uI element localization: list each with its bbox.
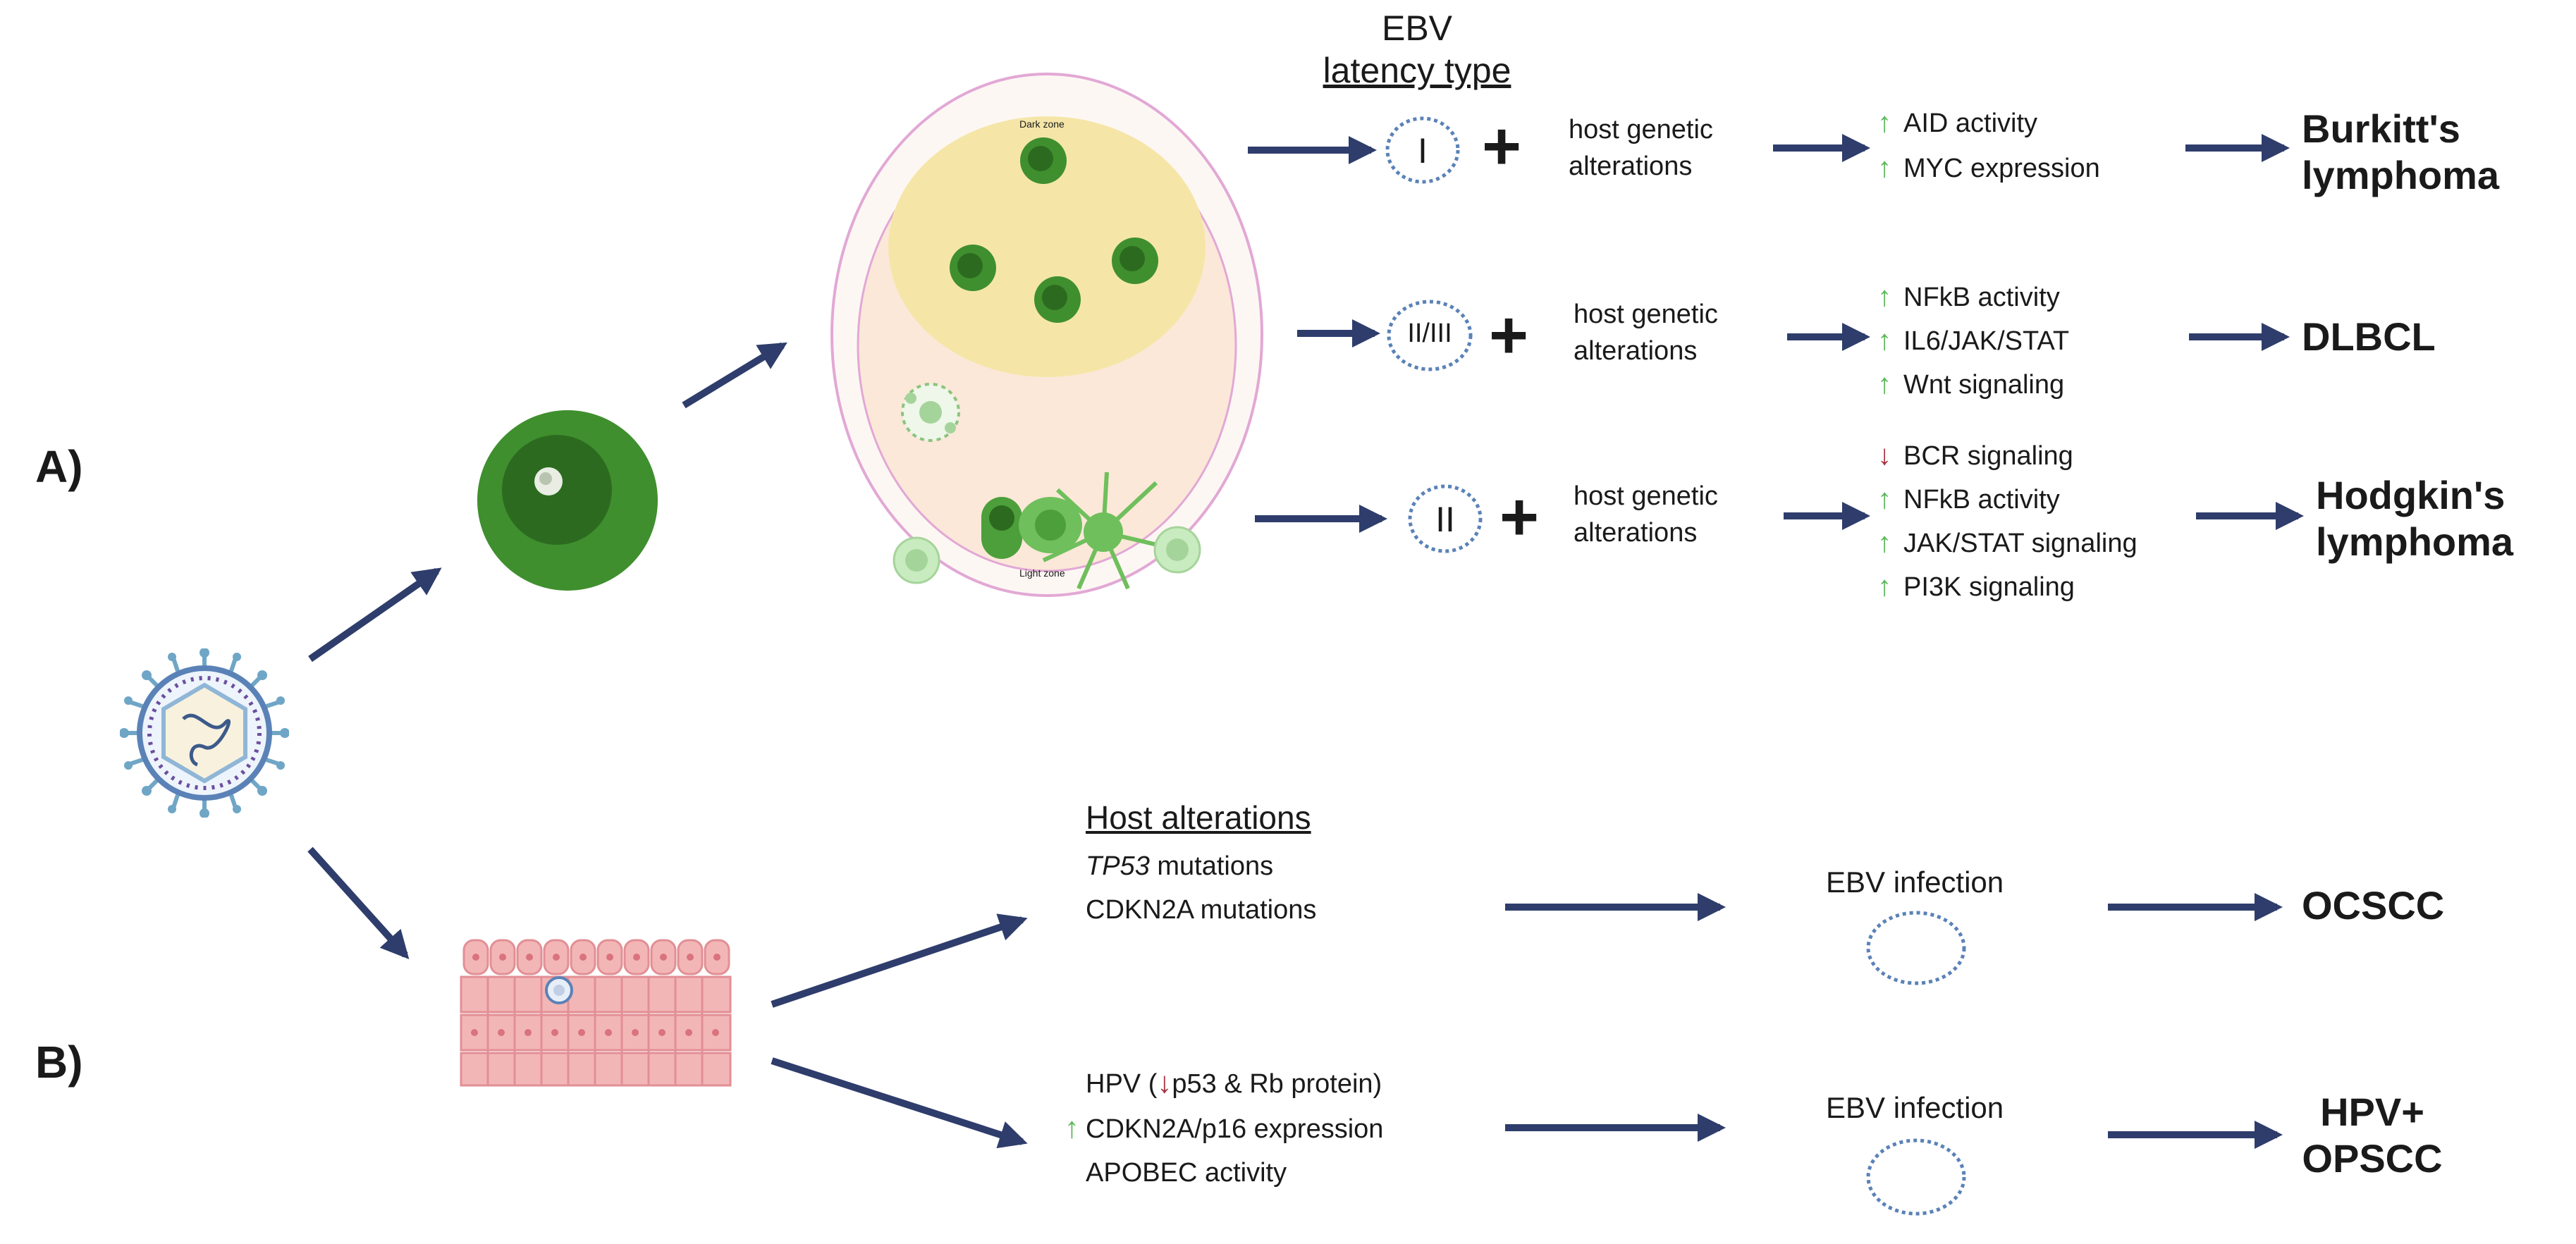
down-arrow-icon: ↓ [1877,440,1891,471]
host-genetic-alterations-3-line1: host genetic [1574,481,1718,511]
outcome-dlbcl-line1: DLBCL [2302,314,2436,359]
arrow-epithelium-to-host-1 [771,913,1028,1008]
cdkn2a-p16-text: CDKN2A/p16 expression [1086,1114,1384,1144]
plus-sign-2: + [1489,297,1529,373]
up-arrow-icon: ↑ [1877,281,1891,312]
ebv-virion-icon [120,648,289,818]
ebv-header-line1: EBV [1381,8,1453,48]
up-arrow-icon: ↑ [1877,369,1891,400]
ebv-infection-label-ocscc: EBV infection [1826,866,2004,899]
host-genetic-alterations-1-line2: alterations [1569,152,1693,181]
panel-label-a: A) [35,441,83,492]
up-arrow-icon: ↑ [1877,107,1891,138]
outcome-ocscc-line1: OCSCC [2302,883,2445,928]
down-arrow-icon: ↓ [1157,1066,1172,1099]
cdkn2a-p16-line: ↑CDKN2A/p16 expression [1065,1106,1383,1151]
effect-text: NFkB activity [1903,283,2060,312]
outcome-burkitt-line1: Burkitt's [2302,106,2460,151]
b-cell-icon [477,410,658,591]
latency-label-2: II/III [1407,319,1452,348]
plus-sign-1: + [1482,109,1522,184]
up-arrow-icon: ↑ [1065,1111,1079,1144]
outcome-burkitt-lymphoma: Burkitt's lymphoma [2302,106,2499,199]
light-zone-label: Light zone [1019,567,1065,579]
arrow-epithelium-to-host-2 [771,1057,1028,1149]
effect-burkitt-1: ↑ AID activity [1875,104,2037,142]
effect-hodgkin-2: ↑ NFkB activity [1875,481,2060,518]
host-alterations-ocscc: Host alterations TP53 mutations CDKN2A m… [1086,791,1316,932]
effect-text: PI3K signaling [1903,572,2075,602]
host-alteration-cdkn2a: CDKN2A mutations [1086,895,1317,925]
latency-label-3: II [1435,500,1455,539]
arrow-bcell-to-gc [682,342,787,409]
effect-text: MYC expression [1903,154,2100,183]
apoptotic-cell-icon [901,383,960,442]
effect-text: IL6/JAK/STAT [1903,326,2070,356]
outcome-hodgkin-lymphoma: Hodgkin's lymphoma [2316,472,2513,565]
apobec-line: APOBEC activity [1086,1158,1287,1188]
effect-text: JAK/STAT signaling [1903,529,2138,558]
effect-hodgkin-1: ↓ BCR signaling [1875,437,2073,474]
host-alterations-heading: Host alterations [1086,799,1311,836]
hpv-prefix: HPV ( [1086,1069,1158,1099]
up-arrow-icon: ↑ [1877,152,1891,183]
ebv-latency-header: EBV latency type [1311,7,1523,92]
outcome-hodgkin-line2: lymphoma [2316,519,2514,564]
host-alteration-tp53: TP53 mutations [1086,844,1316,888]
host-genetic-alterations-2: host genetic alterations [1574,296,1718,369]
germinal-center-icon [830,73,1263,597]
host-alterations-opscc: HPV (↓p53 & Rb protein) ↑CDKN2A/p16 expr… [1065,1061,1383,1195]
arrow-virus-to-bcell [308,567,442,663]
outcome-opscc-line2: OPSCC [2302,1136,2443,1181]
up-arrow-icon: ↑ [1877,325,1891,356]
ebv-infection-label-opscc: EBV infection [1826,1091,2004,1124]
outcome-hpv-opscc: HPV+ OPSCC [2302,1089,2443,1182]
tp53-rest: mutations [1149,851,1274,881]
host-genetic-alterations-2-line2: alterations [1574,336,1698,366]
effect-text: Wnt signaling [1903,370,2065,400]
outcome-hodgkin-line1: Hodgkin's [2316,473,2506,517]
effect-dlbcl-2: ↑ IL6/JAK/STAT [1875,322,2069,359]
host-genetic-alterations-1: host genetic alterations [1569,111,1713,185]
outcome-opscc-line1: HPV+ [2320,1090,2424,1134]
hpv-suffix: p53 & Rb protein) [1172,1069,1382,1099]
panel-label-b: B) [35,1037,83,1088]
hpv-line: HPV (↓p53 & Rb protein) [1065,1061,1383,1106]
host-genetic-alterations-3-line2: alterations [1574,518,1698,548]
host-genetic-alterations-2-line1: host genetic [1574,300,1718,329]
up-arrow-icon: ↑ [1877,571,1891,602]
arrow-virus-to-epithelium [307,846,410,959]
effect-text: AID activity [1903,109,2038,138]
effect-hodgkin-3: ↑ JAK/STAT signaling [1875,524,2138,562]
epithelial-tissue-icon [460,939,732,1087]
up-arrow-icon: ↑ [1877,484,1891,515]
effect-text: NFkB activity [1903,485,2060,515]
outcome-dlbcl: DLBCL [2302,314,2436,360]
effect-text: BCR signaling [1903,441,2073,471]
plus-sign-3: + [1499,479,1540,555]
tp53-gene-name: TP53 [1086,851,1150,881]
outcome-ocscc: OCSCC [2302,882,2444,929]
host-genetic-alterations-3: host genetic alterations [1574,478,1718,551]
ebv-header-line2: latency type [1323,51,1511,90]
effect-hodgkin-4: ↑ PI3K signaling [1875,568,2075,605]
effect-dlbcl-3: ↑ Wnt signaling [1875,366,2064,403]
outcome-burkitt-line2: lymphoma [2302,153,2500,197]
latency-label-1: I [1418,131,1428,171]
effect-dlbcl-1: ↑ NFkB activity [1875,278,2060,316]
up-arrow-icon: ↑ [1877,527,1891,558]
host-genetic-alterations-1-line1: host genetic [1569,115,1713,144]
effect-burkitt-2: ↑ MYC expression [1875,149,2100,187]
dark-zone-label: Dark zone [1019,118,1065,130]
